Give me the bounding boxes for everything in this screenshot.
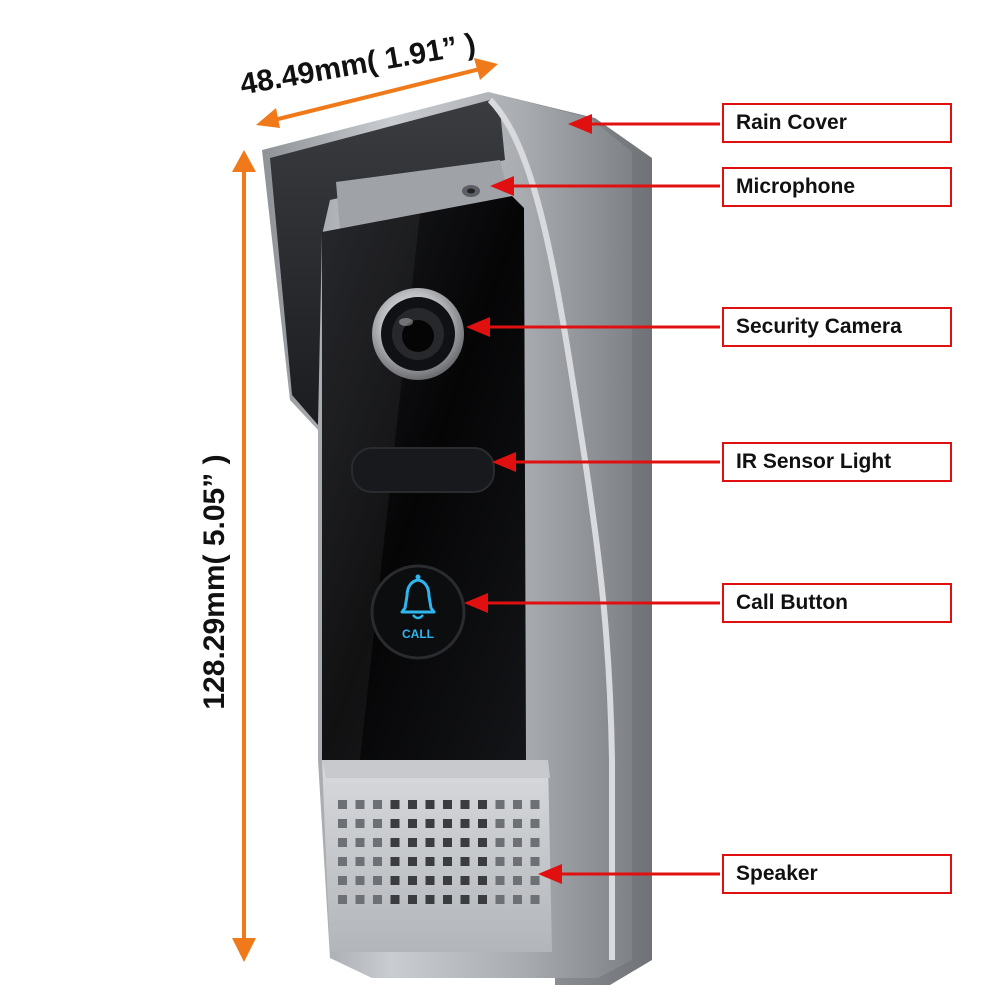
speaker-hole: [425, 895, 435, 904]
callout-call-button: Call Button: [722, 583, 952, 623]
callout-microphone: Microphone: [722, 167, 952, 207]
speaker-hole: [495, 857, 505, 866]
speaker-hole: [355, 876, 365, 885]
height-dimension-label: 128.29mm( 5.05” ): [198, 454, 231, 710]
speaker-holes: [338, 800, 540, 904]
speaker-hole: [373, 876, 382, 885]
speaker-hole: [478, 876, 487, 885]
speaker-hole: [495, 819, 505, 828]
speaker-hole: [390, 819, 400, 828]
speaker-hole: [443, 838, 452, 847]
speaker-hole: [460, 857, 470, 866]
speaker-grille: [322, 760, 552, 952]
callout-ir-sensor-light: IR Sensor Light: [722, 442, 952, 482]
speaker-hole: [390, 895, 400, 904]
speaker-hole: [460, 838, 470, 847]
speaker-hole: [513, 819, 522, 828]
speaker-hole: [513, 800, 522, 809]
call-button-graphic: [370, 564, 466, 660]
speaker-hole: [478, 819, 487, 828]
speaker-hole: [390, 857, 400, 866]
speaker-hole: [443, 800, 452, 809]
speaker-hole: [390, 876, 400, 885]
speaker-hole: [530, 819, 540, 828]
speaker-hole: [425, 819, 435, 828]
speaker-hole: [408, 838, 417, 847]
speaker-hole: [425, 800, 435, 809]
speaker-hole: [530, 857, 540, 866]
speaker-hole: [513, 857, 522, 866]
speaker-hole: [338, 819, 347, 828]
ir-sensor-window: [351, 447, 495, 493]
speaker-hole: [530, 876, 540, 885]
speaker-hole: [338, 876, 347, 885]
speaker-hole: [460, 819, 470, 828]
speaker-hole: [530, 838, 540, 847]
speaker-hole: [530, 800, 540, 809]
speaker-hole: [373, 857, 382, 866]
speaker-hole: [338, 857, 347, 866]
speaker-hole: [478, 800, 487, 809]
speaker-hole: [390, 800, 400, 809]
speaker-hole: [355, 857, 365, 866]
speaker-hole: [443, 819, 452, 828]
callout-speaker: Speaker: [722, 854, 952, 894]
speaker-hole: [390, 838, 400, 847]
speaker-hole: [443, 857, 452, 866]
speaker-hole: [373, 895, 382, 904]
speaker-hole: [495, 895, 505, 904]
speaker-hole: [373, 800, 382, 809]
speaker-hole: [373, 819, 382, 828]
speaker-hole: [408, 876, 417, 885]
speaker-hole: [443, 895, 452, 904]
speaker-hole: [478, 838, 487, 847]
speaker-hole: [355, 800, 365, 809]
speaker-hole: [408, 800, 417, 809]
call-button-text: CALL: [402, 627, 434, 641]
speaker-hole: [355, 895, 365, 904]
callout-security-camera: Security Camera: [722, 307, 952, 347]
speaker-hole: [478, 857, 487, 866]
speaker-hole: [425, 838, 435, 847]
speaker-hole: [495, 876, 505, 885]
callout-leaders: [464, 114, 720, 884]
mic-strip: [336, 160, 510, 230]
speaker-hole: [408, 857, 417, 866]
speaker-hole: [355, 838, 365, 847]
speaker-hole: [338, 800, 347, 809]
speaker-hole: [478, 895, 487, 904]
speaker-hole: [408, 895, 417, 904]
speaker-hole: [460, 800, 470, 809]
speaker-hole: [425, 857, 435, 866]
speaker-hole: [338, 895, 347, 904]
speaker-hole: [460, 876, 470, 885]
speaker-hole: [530, 895, 540, 904]
speaker-hole: [408, 819, 417, 828]
speaker-hole: [338, 838, 347, 847]
speaker-hole: [495, 800, 505, 809]
speaker-hole: [513, 876, 522, 885]
hood-interior: [270, 100, 505, 425]
speaker-hole: [425, 876, 435, 885]
speaker-hole: [443, 876, 452, 885]
speaker-hole: [513, 838, 522, 847]
height-dimension-arrow: [232, 150, 256, 962]
speaker-hole: [513, 895, 522, 904]
speaker-hole: [355, 819, 365, 828]
callout-rain-cover: Rain Cover: [722, 103, 952, 143]
speaker-hole: [373, 838, 382, 847]
width-dimension-arrow: [256, 58, 498, 128]
camera-lens: [372, 288, 464, 380]
rain-cover-edge: [487, 97, 615, 960]
speaker-hole: [495, 838, 505, 847]
speaker-hole: [460, 895, 470, 904]
microphone-hole: [462, 185, 480, 197]
